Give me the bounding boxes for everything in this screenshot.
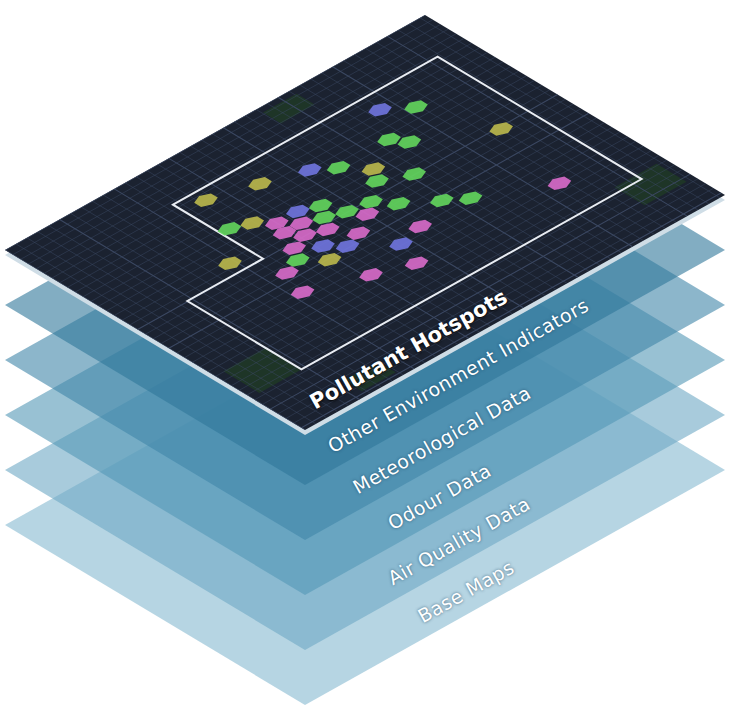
hotspot-hex — [486, 120, 517, 138]
layer-plane — [5, 290, 725, 705]
hotspot-hex — [405, 218, 436, 236]
map-edge — [5, 20, 725, 435]
hotspot-hex — [394, 133, 425, 151]
layer-plane — [5, 70, 725, 485]
hotspot-hex — [362, 172, 393, 190]
hotspot-hex — [269, 224, 300, 242]
hotspot-hex — [305, 197, 336, 215]
hotspot-hex — [214, 220, 245, 238]
hotspot-hex — [308, 237, 339, 255]
hotspot-hex — [401, 254, 432, 272]
layer-plane — [5, 235, 725, 650]
hotspot-hex — [358, 160, 389, 178]
hotspot-hex — [245, 175, 276, 193]
layer-plane — [5, 125, 725, 540]
hotspot-hex — [237, 214, 268, 232]
park — [223, 348, 301, 393]
hotspot-hex — [314, 251, 345, 269]
layer-label: Base Maps — [414, 556, 518, 628]
hotspot-hex — [290, 226, 321, 244]
hotspot-hex — [343, 224, 374, 242]
hotspot-hex — [332, 237, 363, 255]
hotspot-hex — [309, 209, 340, 227]
hotspot-hex — [279, 239, 310, 257]
hotspot-hex — [262, 214, 293, 232]
hotspot-hex — [399, 165, 430, 183]
layer-label: Meteorological Data — [349, 381, 535, 499]
hotspot-hex — [191, 191, 222, 209]
layer-plane — [5, 180, 725, 595]
hotspot-hex — [365, 101, 396, 119]
map-base — [5, 15, 725, 430]
park — [615, 164, 687, 205]
hotspot-hex — [455, 189, 486, 207]
layer-label: Other Environment Indicators — [324, 294, 593, 458]
hotspot-hex — [352, 205, 383, 223]
hotspot-hex — [386, 235, 417, 253]
layer-label: Air Quality Data — [384, 492, 534, 590]
hotspot-hex — [215, 254, 246, 272]
hotspot-hex — [286, 214, 317, 232]
map-title: Pollutant Hotspots — [306, 284, 512, 414]
hotspot-hex — [283, 251, 314, 269]
hotspot-hex — [383, 195, 414, 213]
hotspot-hex — [332, 203, 363, 221]
hotspot-hex — [313, 221, 344, 239]
street-map — [5, 15, 725, 430]
hotspot-hex — [427, 192, 458, 210]
hotspot-hex — [323, 159, 354, 177]
hotspot-hex — [374, 131, 405, 149]
hotspot-hex — [287, 283, 318, 301]
hotspot-hex — [272, 264, 303, 282]
park — [344, 362, 396, 392]
study-boundary — [97, 57, 641, 370]
layer-label: Odour Data — [384, 459, 495, 535]
park — [263, 94, 315, 124]
hotspot-hex — [401, 98, 432, 116]
hotspot-hex — [295, 161, 326, 179]
hotspot-hex — [283, 203, 314, 221]
hotspot-hex — [356, 266, 387, 284]
hotspot-hex — [544, 174, 575, 192]
hotspot-hex — [356, 193, 387, 211]
